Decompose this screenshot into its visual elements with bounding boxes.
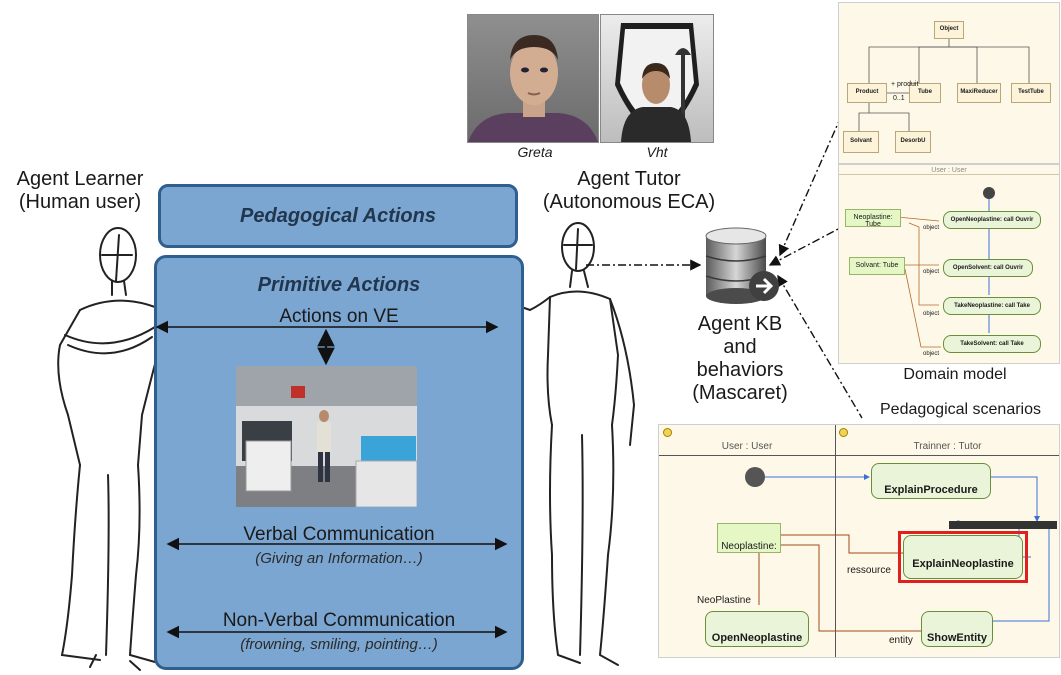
database-icon	[705, 227, 779, 304]
action-show-entity: ShowEntity	[921, 611, 993, 647]
edge-label-object-2: object	[923, 269, 940, 275]
edge-label-object-3: object	[923, 311, 940, 317]
tutor-subtitle: (Autonomous ECA)	[542, 191, 716, 213]
class-diagram-edges	[858, 39, 1030, 131]
lane-tutor-icon	[839, 428, 848, 437]
class-tube: Tube	[909, 83, 941, 103]
lane-tutor: Trainner : Tutor	[913, 441, 982, 452]
scenario-caption: Pedagogical scenarios	[880, 401, 1041, 418]
nonverbal-communication-subtitle: (frowning, smiling, pointing…)	[240, 636, 438, 653]
lane-header-line	[659, 455, 1059, 456]
kb-line-4: (Mascaret)	[692, 382, 788, 404]
kb-label: Agent KB and behaviors (Mascaret)	[680, 313, 800, 405]
class-maxireducer: MaxiReducer	[957, 83, 1001, 103]
edge-label-object-4: object	[923, 351, 940, 357]
lane-user: User : User	[721, 441, 773, 452]
kb-line-3: behaviors	[696, 359, 784, 381]
class-testtube: TestTube	[1011, 83, 1051, 103]
learner-figure	[57, 227, 162, 671]
verbal-communication-subtitle: (Giving an Information…)	[255, 550, 423, 567]
class-solvant: Solvant	[843, 131, 879, 153]
vht-figure-icon	[615, 23, 699, 142]
virtual-environment-image	[236, 366, 417, 507]
action-take-neoplastine: TakeNeoplastine: call Take	[943, 297, 1041, 315]
action-open-solvent: OpenSolvent: call Ouvrir	[943, 259, 1033, 277]
kb-line-1: Agent KB	[697, 313, 783, 335]
class-object: Object	[934, 21, 964, 39]
learner-label: Agent Learner (Human user)	[0, 168, 160, 214]
label-neoplastine: NeoPlastine	[697, 595, 751, 606]
label-ressource: ressource	[847, 565, 891, 576]
label-entity: entity	[889, 635, 913, 646]
kb-to-scenario-arrow	[777, 274, 863, 419]
tutor-title: Agent Tutor	[577, 168, 681, 190]
action-open-neoplastine-scenario: OpenNeoplastine	[705, 611, 809, 647]
learner-subtitle: (Human user)	[18, 191, 142, 213]
scenario-diagram: User : User Trainner : Tutor Neoplastine…	[658, 424, 1060, 658]
edge-label-object-1: object	[923, 225, 940, 231]
tutor-figure	[500, 222, 636, 666]
domain-model-caption: Domain model	[903, 366, 1007, 383]
behavior-diagram: User : User Neoplastine: Tube Solvant: T…	[838, 164, 1060, 364]
object-neoplastine-tube: Neoplastine: Tube	[845, 209, 901, 228]
highlight-box	[898, 531, 1028, 583]
vht-caption: Vht	[646, 144, 668, 160]
assoc-label: + produit	[891, 81, 919, 88]
lane-user-icon	[663, 428, 672, 437]
class-diagram: Object Product Tube MaxiReducer TestTube…	[838, 2, 1060, 164]
pedagogical-actions-panel: Pedagogical Actions	[158, 184, 518, 248]
greta-face-icon	[468, 35, 598, 142]
action-explain-procedure: ExplainProcedure	[871, 463, 991, 499]
pedagogical-actions-title: Pedagogical Actions	[240, 205, 436, 227]
action-explain-neoplastine: ExplainNeoplastine	[903, 535, 1023, 579]
vht-portrait	[600, 14, 714, 143]
object-solvant-tube: Solvant: Tube	[849, 257, 905, 275]
kb-to-behavior-arrow	[768, 227, 841, 266]
behavior-edges	[896, 187, 995, 348]
greta-portrait	[467, 14, 599, 143]
lane-divider	[835, 425, 836, 657]
assoc-multiplicity: 0..1	[893, 95, 905, 102]
greta-caption: Greta	[517, 144, 553, 160]
class-product: Product	[847, 83, 887, 103]
action-take-solvent: TakeSolvent: call Take	[943, 335, 1041, 353]
learner-title: Agent Learner	[16, 168, 144, 190]
tutor-label: Agent Tutor (Autonomous ECA)	[524, 168, 734, 214]
kb-line-2: and	[723, 336, 757, 358]
object-neoplastine: Neoplastine:	[717, 523, 781, 553]
lab-scene-icon	[236, 366, 417, 507]
primitive-actions-title: Primitive Actions	[257, 274, 421, 296]
class-desorbu: DesorbU	[895, 131, 931, 153]
action-open-neoplastine: OpenNeoplastine: call Ouvrir	[943, 211, 1041, 229]
behavior-partition: User : User	[839, 167, 1059, 175]
